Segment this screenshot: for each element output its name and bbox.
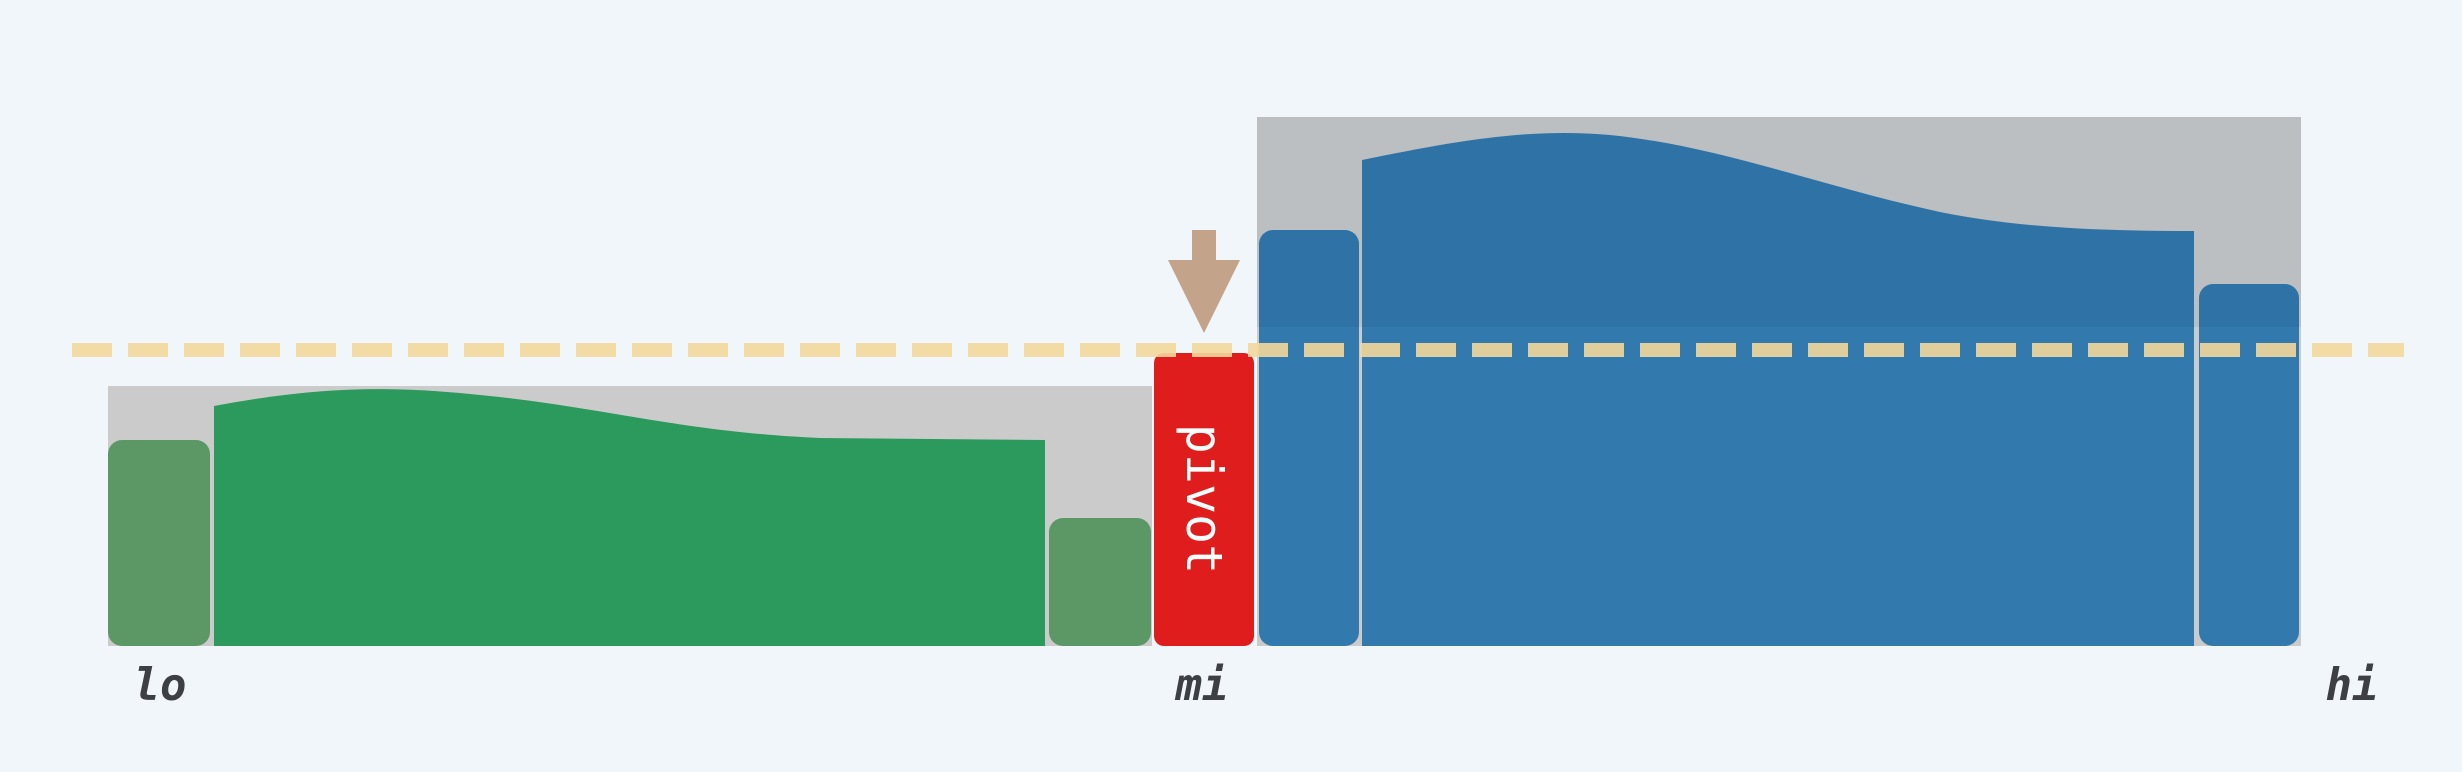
pivot-label: pivot xyxy=(1175,424,1233,575)
index-label-lo: lo xyxy=(134,660,187,711)
left-partition xyxy=(108,386,1152,646)
pivot-block xyxy=(1154,353,1254,646)
index-label-hi: hi xyxy=(2326,660,2379,711)
index-label-mi: mi xyxy=(1175,660,1229,711)
right-partition-top-shade xyxy=(1257,117,2301,327)
right-last-element-block xyxy=(2199,284,2299,646)
pivot-element: pivot xyxy=(1154,353,1254,646)
left-partition-body xyxy=(214,389,1045,646)
left-last-element-block xyxy=(1049,518,1151,646)
right-first-element-block xyxy=(1259,230,1359,646)
down-arrow-icon xyxy=(1168,230,1240,333)
left-first-element-block xyxy=(108,440,210,646)
right-partition xyxy=(1257,117,2301,647)
right-partition-body xyxy=(1362,132,2194,647)
